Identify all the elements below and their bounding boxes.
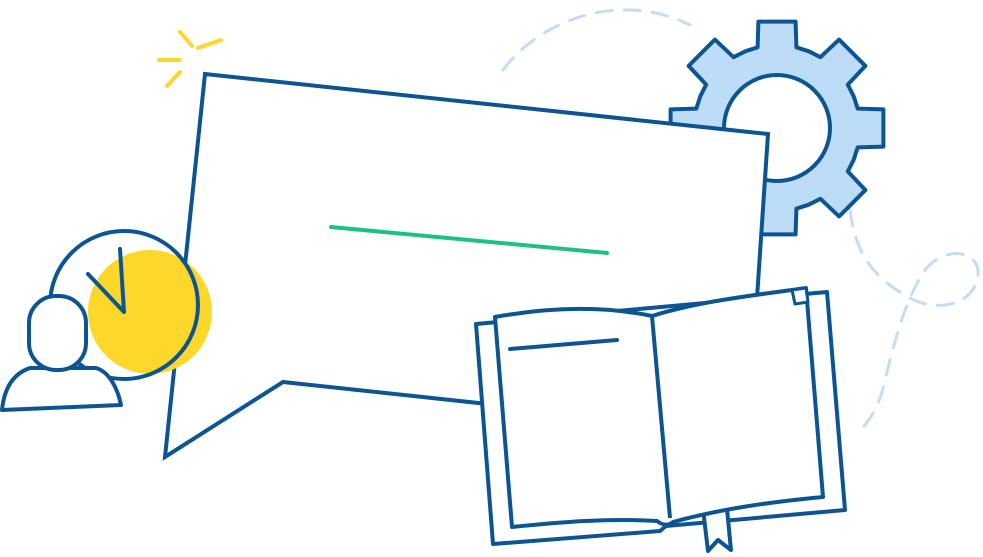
sparkle-icon xyxy=(157,30,223,88)
message-text-line xyxy=(329,225,609,255)
open-book-icon xyxy=(474,286,847,553)
book-text-line xyxy=(508,338,619,351)
person-icon xyxy=(0,294,123,412)
dashed-path xyxy=(501,8,980,430)
book-page-fold xyxy=(790,286,810,306)
